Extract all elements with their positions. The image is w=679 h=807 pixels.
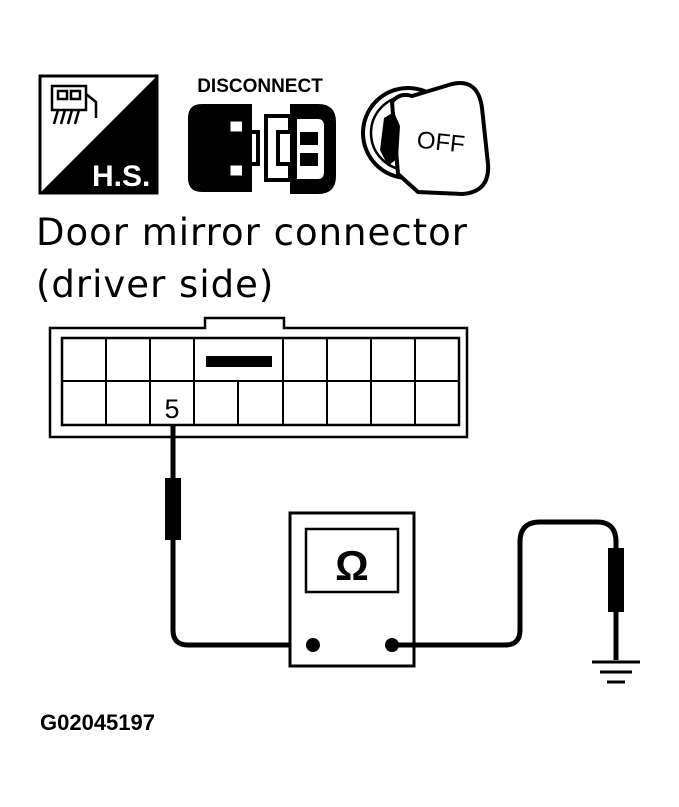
ignition-key-icon: OFF: [361, 81, 491, 197]
disconnect-label: DISCONNECT: [197, 76, 323, 97]
terminal-5-label: 5: [164, 394, 179, 424]
ohmmeter: Ω: [288, 511, 416, 668]
disconnect-connector-icon: DISCONNECT: [188, 76, 336, 194]
meter-terminal-left: [306, 638, 320, 652]
harness-sensor-label: H.S.: [92, 160, 150, 193]
connector-side-caption: (driver side): [36, 263, 275, 306]
ignition-off-label: OFF: [416, 127, 467, 159]
positive-probe-lead: [165, 424, 312, 648]
connector-caption: Door mirror connector: [36, 211, 468, 254]
negative-probe-lead: [392, 519, 624, 660]
harness-sensor-icon: H.S.: [38, 74, 159, 195]
figure-id: G02045197: [40, 710, 155, 735]
ground-icon: [592, 660, 640, 684]
connector-lock-tab: [206, 356, 272, 367]
door-mirror-connector: 5: [48, 316, 469, 439]
ohm-symbol: Ω: [335, 542, 369, 589]
